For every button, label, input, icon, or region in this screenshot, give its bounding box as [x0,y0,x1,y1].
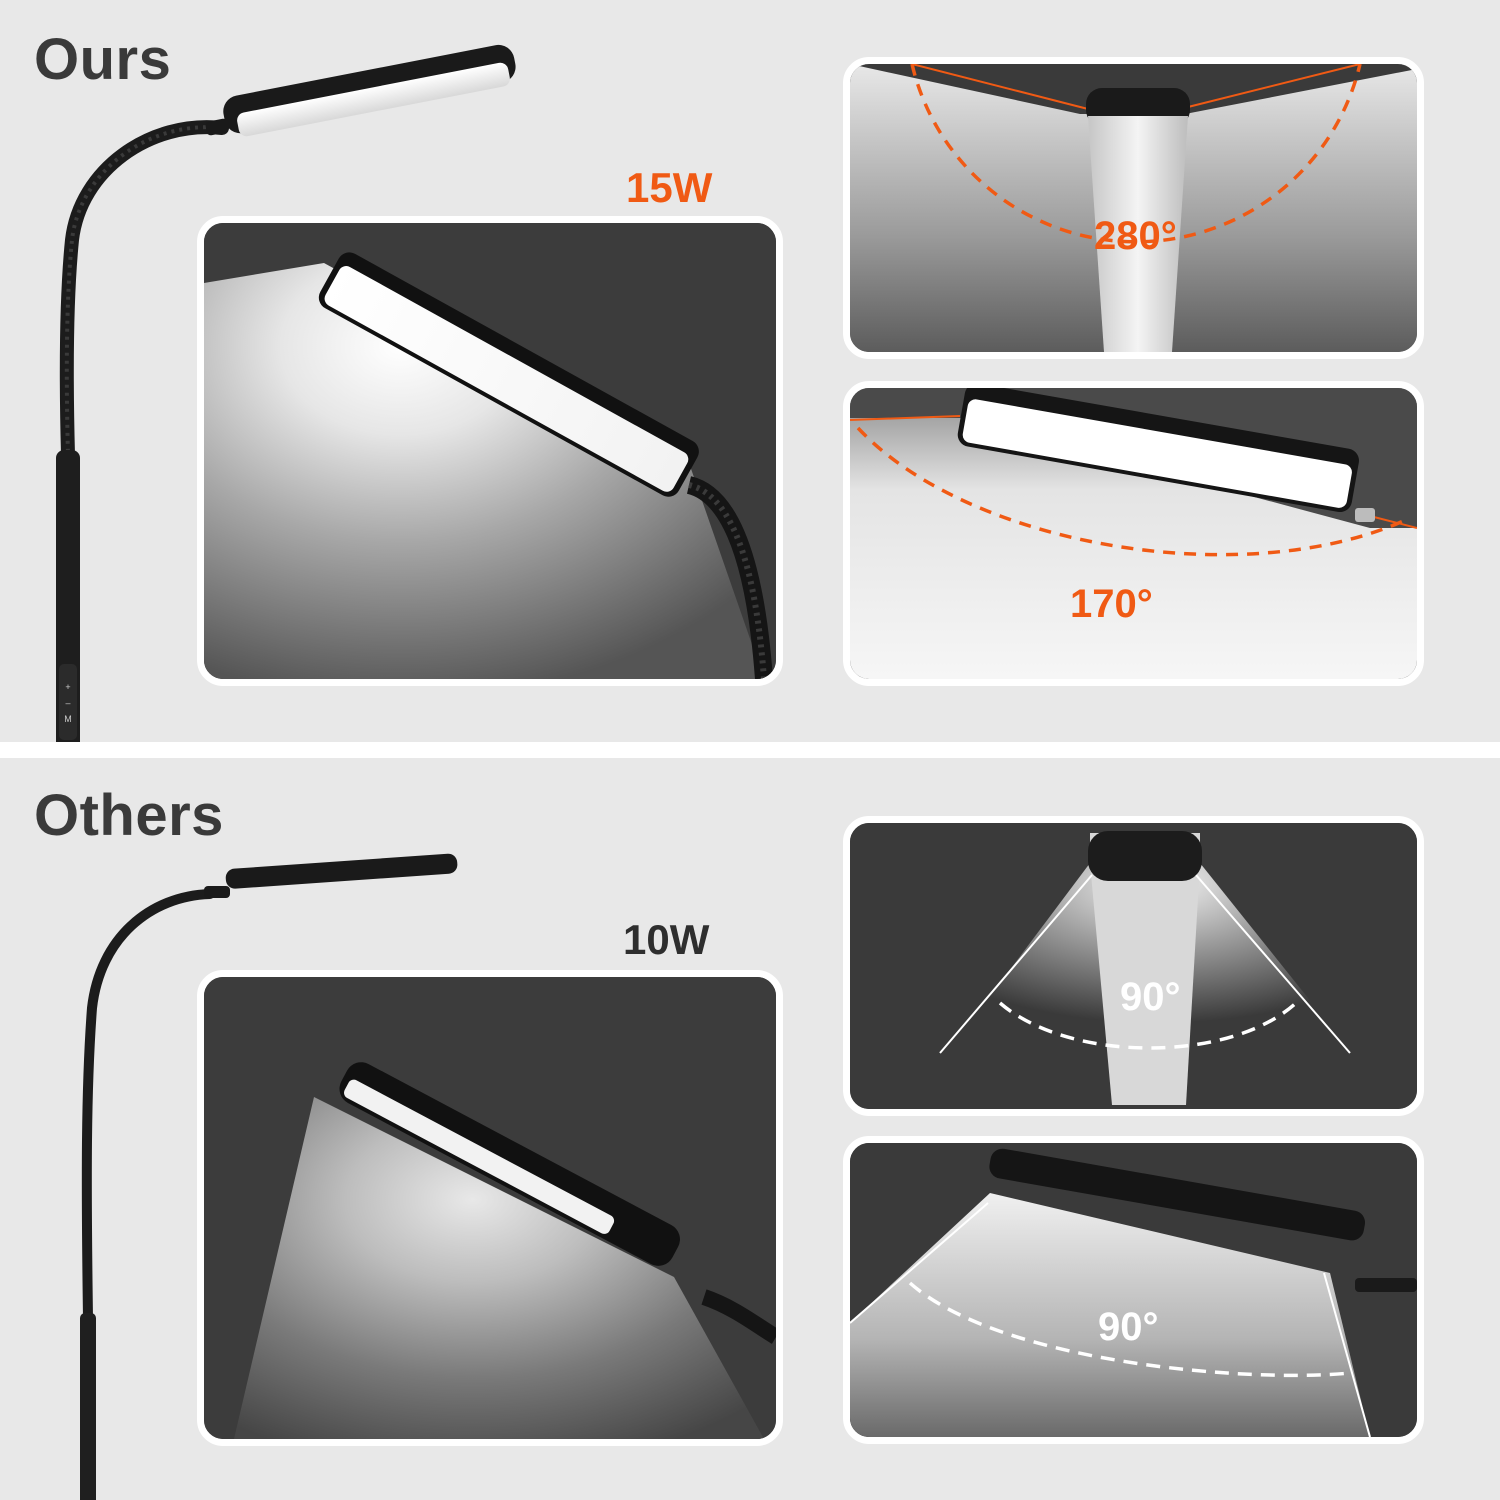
others-lamp-closeup-image [204,977,776,1439]
others-heading: Others [34,783,224,848]
others-floor-lamp-image [80,853,458,1500]
ours-280-angle-label: 280° [1094,214,1177,258]
others-top-view-image [850,823,1417,1109]
others-section: Others 10W [0,758,1500,1500]
ours-170-angle-label: 170° [1070,582,1153,626]
ours-wattage-label: 15W [626,164,713,211]
others-side-angle-panel: 90° [843,1136,1424,1444]
ours-side-view-image [850,388,1417,679]
ours-lamp-closeup-panel [197,216,783,686]
plus-button-icon: + [65,682,70,692]
mode-button-icon: M [64,714,72,724]
others-top-angle-panel: 90° [843,816,1424,1116]
others-side-angle-label: 90° [1098,1305,1159,1349]
others-side-view-image [850,1143,1417,1437]
others-lamp-closeup-panel [197,970,783,1446]
ours-heading: Ours [34,27,172,92]
ours-floor-lamp-image: + – M [56,44,516,742]
ours-section: + – M Ours 15W [0,0,1500,742]
ours-top-view-image [850,64,1417,352]
others-top-angle-label: 90° [1120,975,1181,1019]
ours-170-angle-panel: 170° [843,381,1424,686]
minus-button-icon: – [65,698,70,708]
ours-lamp-closeup-image [204,223,776,679]
others-wattage-label: 10W [623,916,710,963]
ours-280-angle-panel: 280° [843,57,1424,359]
